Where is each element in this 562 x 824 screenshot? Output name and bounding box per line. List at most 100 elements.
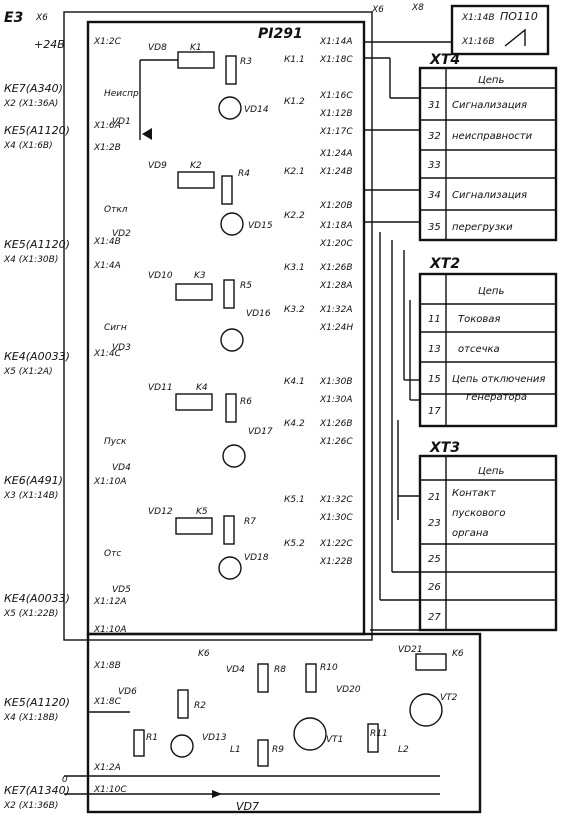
xt4-num: 32 [428,131,441,142]
relay-block-4: K4 VD11 R6 VD17 Пуск X1:10А VD4 [93,383,273,487]
xt2-header: Цепь [478,286,504,297]
contact-pin: X1:28А [319,281,353,291]
block-name: Откл [104,205,128,215]
led-label: VD13 [202,733,227,743]
xt4-num: 35 [428,222,441,233]
contact-pin: X1:18А [319,221,353,231]
resistor-label: R6 [240,397,252,407]
diode-label: VD3 [112,343,131,353]
bottom-module: X1:10А X1:8В X1:8С X1:2А X1:10С K6 R2 R1… [62,625,464,813]
xt2-text: Цепь отключения [452,374,545,385]
block-name: Пуск [104,437,127,447]
relay-label: K3 [194,271,206,281]
resistor-r2 [177,689,189,719]
left-label-top: КЕ7(А1340) [4,784,70,797]
contact-pin: X1:16С [319,91,353,101]
x6-label-right: X6 [371,5,384,15]
resistor-label: R4 [238,169,250,179]
resistor-label: R7 [244,517,256,527]
diode-label: VD7 [236,800,259,813]
resistor-r6 [225,393,237,423]
diode-label: VD20 [336,685,361,695]
supply-label: +24В [34,38,65,51]
xt2-num: 11 [428,314,441,325]
contact-pin: X1:20В [319,201,353,211]
contact-pin: X1:20С [319,239,353,249]
xt4-num: 33 [428,160,441,171]
pin-label: X1:4А [93,261,121,271]
relay-label: K4 [196,383,208,393]
pin-label: X1:6А [93,121,121,131]
pin-label: X1:10С [93,785,127,795]
relay-coil-k2 [177,171,215,189]
block-name: Сигн [104,323,127,333]
relay-block-3: K3 VD10 R5 VD16 Сигн X1:4А X1:4С VD3 [93,261,271,359]
contact-label: К2.2 [284,211,305,221]
xt2-num: 17 [428,406,441,417]
relay-coil-k5 [175,517,213,535]
contact-pin: X1:26С [319,437,353,447]
diode-label: VD12 [148,507,173,517]
x8-label: X8 [411,3,424,13]
contact-pin: X1:17С [319,127,353,137]
diode-label: VD1 [112,117,131,127]
left-label-bottom: X5 (X1:2А) [3,367,53,377]
p0110-contact [504,28,526,47]
xt2-title: XT2 [429,256,460,272]
left-label-bottom: X4 (X1:18В) [3,713,58,723]
diode-label: VD5 [112,585,131,595]
xt3-num: 27 [428,612,441,623]
outer-bus [63,11,373,641]
led-label: VD15 [248,221,273,231]
pin-label: X1:2В [93,143,121,153]
left-label-bottom: X2 (X1:36В) [3,801,58,811]
xt3-text: пускового [452,508,506,519]
diode-label: VD2 [112,229,131,239]
resistor-r1 [133,729,145,757]
left-label-bottom: X2 (X1:36А) [3,99,58,109]
relay-block-1: K1 VD8 R3 VD14 Неиспр X1:2C X1:6А VD1 [93,37,269,140]
contact-label: К5.2 [284,539,305,549]
resistor-label: R9 [272,745,284,755]
xt2-num: 15 [428,374,441,385]
left-label-top: КЕ5(А1120) [4,124,70,137]
resistor-label: R5 [240,281,252,291]
resistor-r11 [367,723,379,753]
resistor-label: R11 [370,729,388,739]
left-label-top: КЕ7(А340) [4,82,63,95]
pin-label: X1:12А [93,597,127,607]
xt4-text: перегрузки [452,222,513,233]
capacitor-label: L1 [230,745,241,755]
diode-label: VD8 [148,43,167,53]
diode-label: VD6 [118,687,137,697]
xt4-num: 34 [428,190,441,201]
xt4-text: неисправности [452,131,533,142]
capacitor-label: L2 [398,745,409,755]
xt3-title: XT3 [429,440,460,456]
diode-label: VD10 [148,271,173,281]
pin-label: X1:10А [93,477,127,487]
left-labels: КЕ7(А340) X2 (X1:36А) КЕ5(А1120) X4 (X1:… [3,82,70,811]
xt3-num: 21 [428,492,441,503]
diode-label: VD11 [148,383,173,393]
resistor-label: R10 [320,663,338,673]
contact-pin: X1:24В [319,167,353,177]
xt3-num: 25 [428,554,441,565]
xt4-header: Цепь [478,75,504,86]
left-label-bottom: X5 (X1:22В) [3,609,58,619]
relay-label: K6 [452,649,464,659]
x6-label-left: X6 [35,13,48,23]
contact-pin: X1:22В [319,557,353,567]
contact-pin: X1:32С [319,495,353,505]
xt2-num: 13 [428,344,441,355]
transistor-vt2 [409,693,443,727]
led-label: VD14 [244,105,269,115]
xt4-num: 31 [428,100,441,111]
resistor-label: R8 [274,665,286,675]
contact-pin: X1:12В [319,109,353,119]
block-name: Отс [104,549,121,559]
relay-label: K6 [198,649,210,659]
pin-label: X1:8В [93,661,121,671]
contact-pin: X1:30С [319,513,353,523]
contact-pin: X1:30А [319,395,353,405]
